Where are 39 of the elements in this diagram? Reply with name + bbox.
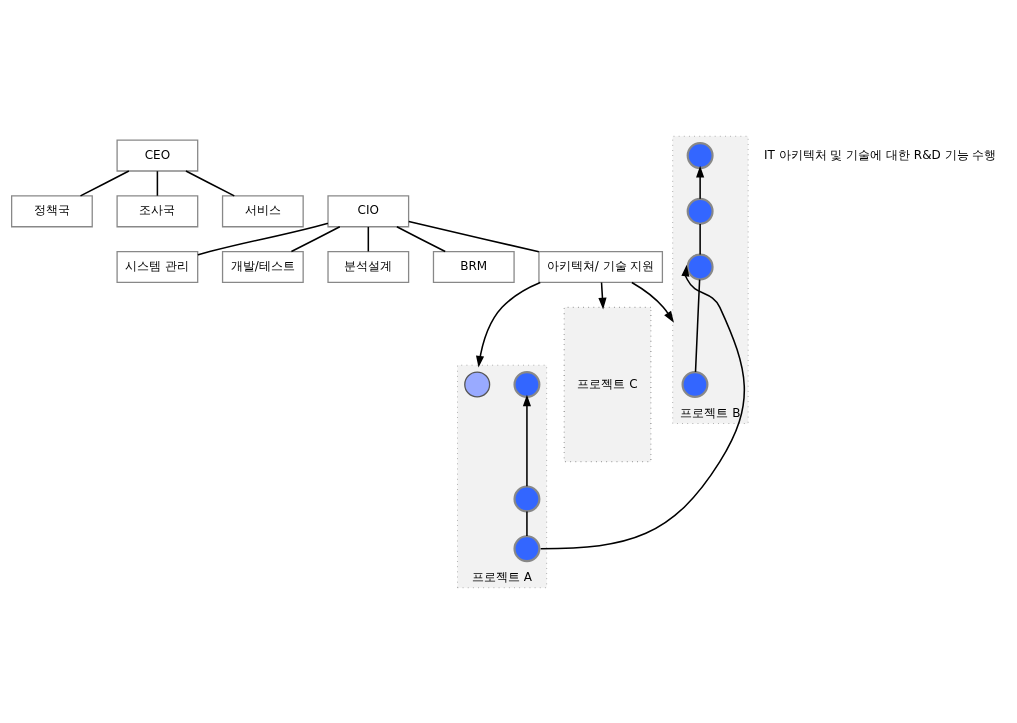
node-box: CEO [116,139,199,172]
node-box: 아키텍쳐/ 기술 지원 [538,250,664,283]
arrow [598,281,607,309]
connector [156,169,159,196]
arrow [476,281,542,368]
connector [79,169,130,197]
connector [197,222,329,255]
connector [526,510,528,537]
node-box: BRM [432,250,515,283]
node-circle [513,534,541,562]
arrow [522,394,532,487]
connector [396,225,446,252]
node-box: 분석설계 [327,250,410,283]
node-box: 조사국 [116,194,199,227]
arrow [696,165,705,200]
node-circle [513,370,541,398]
node-box: 시스템 관리 [116,250,199,283]
connector [367,225,370,252]
node-circle [686,197,714,225]
node-box: 프로젝트 C [563,306,652,462]
node-circle [513,484,541,512]
node-box: CIO [327,194,410,227]
node-circle [686,253,714,281]
connector [290,225,341,252]
node-circle [686,141,714,169]
node-box: 서비스 [221,194,304,227]
connector [408,220,540,253]
node-box: 개발/테스트 [221,250,304,283]
connector [185,169,236,197]
arrow [539,264,746,549]
node-circle [464,370,491,398]
node-box: 정책국 [11,194,93,227]
node-circle [681,370,709,398]
cluster: 프로젝트 B [672,135,749,424]
arrow [631,281,674,323]
label: IT 아키텍처 및 기술에 대한 R&D 기능 수행 [763,147,997,162]
cluster: 프로젝트 A [457,364,548,588]
connector [699,222,701,255]
connector [694,278,701,373]
